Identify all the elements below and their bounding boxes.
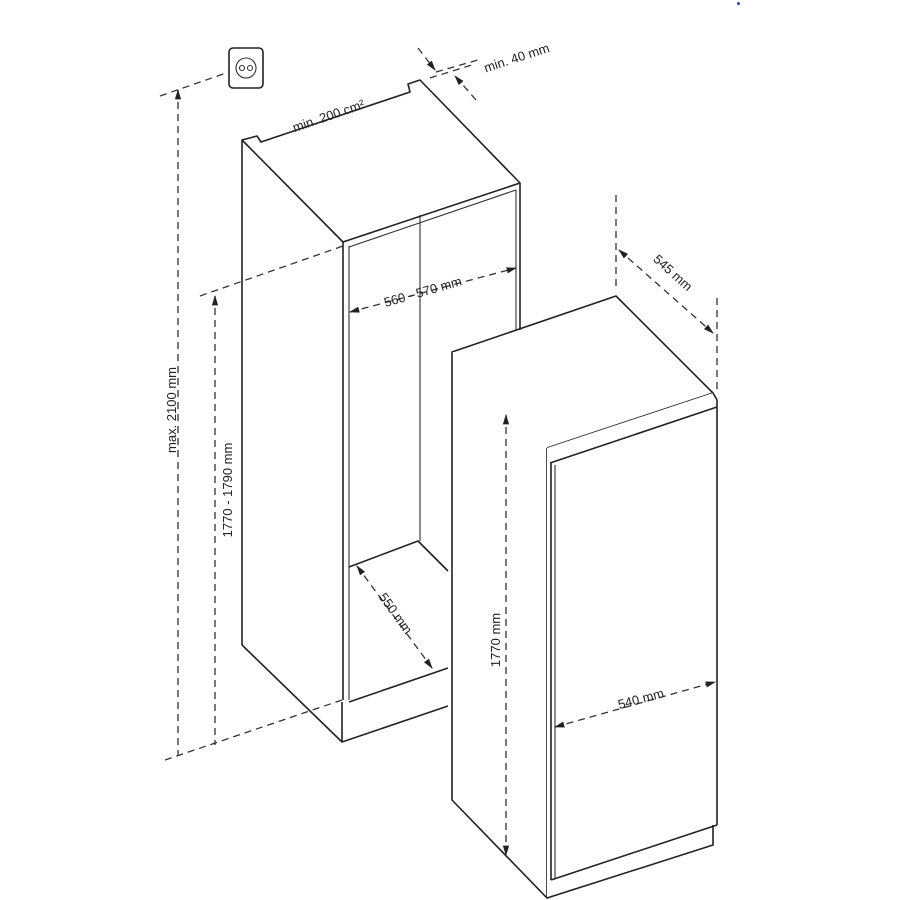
vent-area-label: min. 200 cm² — [291, 96, 368, 135]
marker-dot — [737, 2, 740, 5]
appliance — [451, 295, 718, 899]
appliance-depth-label: 545 mm — [651, 251, 696, 294]
cabinet-niche — [241, 79, 521, 743]
max-height-label: max. 2100 mm — [164, 367, 179, 453]
niche-width-label: 560 - 570 mm — [382, 273, 463, 310]
niche-height-label: 1770 - 1790 mm — [220, 443, 235, 538]
vent-gap-label: min. 40 mm — [482, 40, 551, 75]
appliance-height-label: 1770 mm — [488, 613, 503, 667]
niche-depth-label: 550 mm — [376, 590, 416, 637]
dimension-lines — [159, 47, 718, 857]
power-socket-icon — [228, 47, 264, 89]
